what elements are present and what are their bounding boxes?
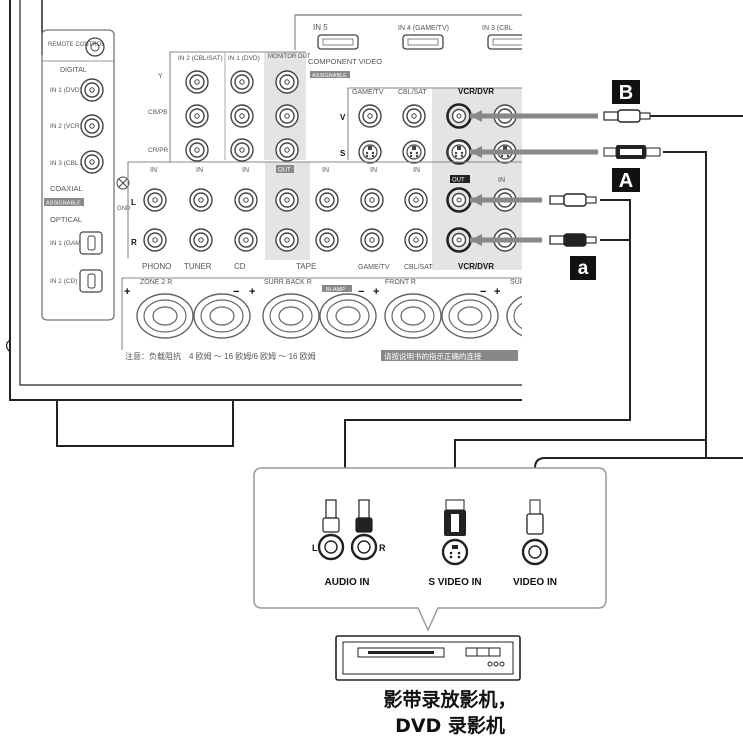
optical-label: OPTICAL [50,215,82,224]
audio-in-label: IN [196,167,203,174]
audio-in-plug-l [322,499,340,533]
audio-in-label-device: AUDIO IN [325,577,370,588]
digital-label: DIGITAL [60,67,87,74]
device-l-label: L [312,543,318,553]
group-tuner: TUNER [184,262,212,271]
audio-in-plug-r [355,499,373,533]
spk-surrback-label: SURR BACK R [264,279,312,286]
impedance-warning-box: 请按说明书的指示正确的连接 [384,351,482,361]
video-s-label: S [340,149,346,158]
svg-text:+: + [373,286,379,298]
hdmi-in5-label: IN 5 [313,23,328,32]
video-in-plug [521,499,549,566]
video-group-cblsat: CBL/SAT [398,89,427,96]
spk-biamp-label: BI-AMP [326,287,345,293]
device-rear-panel: L R AUDIO IN S VIDEO IN VIDEO IN [253,467,607,632]
impedance-warning: 注意：负载阻抗 4 欧姆 ～ 16 欧姆/6 欧姆 ～ 16 欧姆 [125,351,316,361]
group-phono: PHONO [142,262,171,271]
hdmi-inputs: IN 5 IN 4 (GAME/TV) IN 3 (CBL [294,14,529,50]
hdmi-in4-label: IN 4 (GAME/TV) [398,25,449,32]
callout-b: B [619,82,633,104]
spk-front-label: FRONT R [385,279,416,286]
vcr-dvr-icon [335,635,521,681]
receiver-back-panel [5,0,522,447]
svideo-plug-a [603,145,661,159]
cable-audio-l [344,199,631,488]
device-caption-line2: DVD 录影机 [395,715,505,737]
svg-text:−: − [233,286,239,298]
monitor-out-label: MONITOR OUT [268,54,311,60]
audio-r-label: R [131,238,137,247]
svg-text:−: − [480,286,486,298]
hdmi-in5-port [317,34,359,50]
vcr-out-label: OUT [452,178,465,184]
digital-in1-label: IN 1 (DVD) [50,87,82,94]
component-video-block: IN 2 (CBL/SAT) IN 1 (DVD) MONITOR OUT CO… [148,51,382,163]
digital-in2-jack [80,114,104,138]
video-v-label: V [340,113,346,122]
audio-l-label: L [131,198,136,207]
device-caption-line1: 影带录放影机， [383,689,517,711]
component-cb-label: CB/PB [148,109,168,116]
tape-out-label: OUT [278,168,291,174]
component-cr-label: CR/PR [148,147,169,154]
svg-text:+: + [249,286,255,298]
remote-control-label: REMOTE CONTROL [48,42,105,48]
plugs-receiver-side [470,109,661,247]
group-tape: TAPE [296,262,316,271]
svg-text:−: − [358,286,364,298]
component-video-title: COMPONENT VIDEO [308,57,382,66]
video-in-label-device: VIDEO IN [513,577,557,588]
digital-in1-jack [80,78,104,102]
optical-in1-label: IN 1 (GAME /TV) [50,240,99,247]
group-cblsat: CBL/SAT [404,264,433,271]
gnd-label: GND [117,206,131,212]
audio-in-label: IN [413,167,420,174]
digital-in2-label: IN 2 (VCR /DVR) [50,123,99,130]
svideo-in-label-device: S VIDEO IN [428,577,481,588]
component-in1-label: IN 1 (DVD) [228,55,260,62]
vcr-svideo-jack [446,139,472,165]
digital-in3-jack [80,150,104,174]
callout-a-lower: a [578,258,589,279]
audio-in-label: IN [150,167,157,174]
assignable-label-component: ASSIGNABLE [312,73,347,79]
audio-in-label: IN [498,177,505,184]
hdmi-in3-label: IN 3 (CBL [482,25,513,32]
spk-zone2-label: ZONE 2 R [140,279,172,286]
group-gametv: GAME/TV [358,264,390,271]
optical-in2-label: IN 2 (CD) [50,278,77,285]
video-group-vcrdvr: VCR/DVR [458,87,494,96]
component-y-label: Y [158,73,163,80]
callouts: B A a [570,80,640,280]
coaxial-label: COAXIAL [50,184,83,193]
svg-text:+: + [124,286,130,298]
audio-in-label: IN [242,167,249,174]
audio-in-label: IN [322,167,329,174]
component-in2-label: IN 2 (CBL/SAT) [178,55,223,62]
video-group-gametv: GAME/TV [352,89,384,96]
assignable-label-left: ASSIGNABLE [46,201,81,207]
remote-digital-panel: REMOTE CONTROL DIGITAL IN 1 (DVD) IN 2 (… [41,29,131,321]
hdmi-in4-port [402,34,444,50]
audio-in-label: IN [370,167,377,174]
group-vcrdvr: VCR/DVR [458,262,494,271]
device-r-label: R [379,543,386,553]
svg-text:+: + [494,286,500,298]
svideo-in-plug [441,499,469,566]
digital-in3-label: IN 3 (CBL /SAT) [50,160,96,167]
spk-sur-label: SUR [510,279,525,286]
group-cd: CD [234,262,246,271]
analog-audio-block: L R IN IN IN OUT IN IN IN OUT IN PHONO T… [127,161,522,271]
callout-a-upper: A [619,170,633,192]
